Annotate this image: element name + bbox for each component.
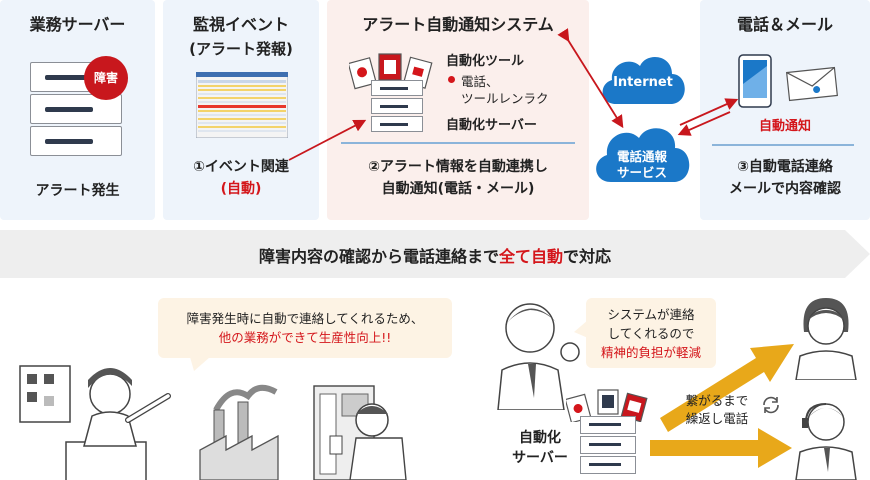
panel-business-server: 業務サーバー 障害 アラート発生 [0, 0, 155, 220]
bubble-line: してくれるので [607, 326, 695, 341]
internet-label: Internet [613, 75, 673, 90]
phone-service-cloud-icon [596, 128, 690, 182]
server-label: 自動化サーバー [446, 118, 537, 133]
panel-title: アラート自動通知システム [362, 15, 554, 34]
divider [341, 142, 575, 144]
retry-note: 繋がるまで [685, 393, 749, 408]
panel-footer: アラート発生 [35, 183, 120, 199]
panel-footer-auto: (自動) [220, 181, 262, 197]
bubble-line: 障害発生時に自動で連絡してくれるため、 [186, 311, 424, 326]
bubble-line: システムが連絡 [607, 307, 695, 322]
bullet-dot [448, 76, 455, 83]
bubble-line-highlight: 他の業務ができて生産性向上!! [218, 330, 392, 345]
panel-footer: ①イベント関連 [193, 159, 289, 175]
tool-label: 自動化ツール [446, 54, 525, 69]
server-unit [580, 436, 636, 454]
banner-text: 障害内容の確認から電話連絡まで全て自動で対応 [0, 243, 870, 267]
panel-title: 監視イベント [192, 15, 289, 34]
server-unit [371, 98, 423, 114]
technician-illustration [313, 385, 407, 480]
panel-footer: メールで内容確認 [729, 181, 841, 197]
server-unit [580, 456, 636, 474]
server-caption: サーバー [512, 450, 568, 466]
panel-title: 電話＆メール [736, 15, 833, 34]
manager-illustration [497, 303, 580, 410]
panel-subtitle: (アラート発報) [189, 40, 293, 58]
panel-monitoring-event: 監視イベント (アラート発報) ①イベント関連 (自動) [163, 0, 319, 220]
tool-item: 電話、 [461, 74, 499, 89]
server-caption: 自動化 [519, 430, 561, 446]
panel-alert-system: アラート自動通知システム 自動化ツール 電話、 ツールレンラク 自動化サーバー … [327, 0, 589, 220]
panel-phone-mail: 電話＆メール 自動通知 ③自動電話連絡 メールで内容確認 [700, 0, 870, 220]
event-log-screenshot [196, 72, 288, 138]
service-label: サービス [616, 165, 667, 180]
panel-footer: 自動通知(電話・メール) [381, 181, 535, 197]
banner-text-before: 障害内容の確認から電話連絡まで [258, 247, 499, 266]
speech-bubble-burden: システムが連絡 してくれるので 精神的負担が軽減 [586, 298, 716, 368]
server-unit [30, 126, 122, 156]
call-arrows [650, 344, 794, 468]
banner-text-after: で対応 [563, 247, 612, 266]
banner-highlight: 全て自動 [498, 247, 563, 266]
divider [712, 144, 854, 146]
panel-title: 業務サーバー [29, 15, 126, 34]
flow-arrows [288, 28, 739, 161]
bubble-line-highlight: 精神的負担が軽減 [600, 345, 701, 360]
factory-illustration [199, 384, 279, 480]
server-unit [580, 416, 636, 434]
fault-badge: 障害 [84, 56, 128, 100]
envelope-icon [786, 66, 838, 102]
server-unit [371, 80, 423, 96]
service-label: 電話通報 [616, 149, 667, 164]
tool-cards-icon [566, 389, 648, 422]
tool-item: ツールレンラク [461, 91, 549, 106]
bubble-tail [190, 357, 210, 371]
smartphone-icon [738, 54, 772, 108]
refresh-icon [763, 396, 779, 414]
office-worker-illustration [19, 365, 171, 480]
panel-footer: ②アラート情報を自動連携し [368, 159, 548, 175]
panel-footer: ③自動電話連絡 [737, 159, 833, 175]
woman-recipient-illustration [795, 298, 857, 380]
speech-bubble-productivity: 障害発生時に自動で連絡してくれるため、 他の業務ができて生産性向上!! [158, 298, 452, 358]
server-unit [371, 116, 423, 132]
auto-notice-label: 自動通知 [758, 119, 811, 134]
man-recipient-illustration [795, 403, 857, 480]
retry-note: 繰返し電話 [685, 411, 749, 426]
banner-arrow [0, 230, 870, 278]
bubble-tail [574, 320, 588, 338]
